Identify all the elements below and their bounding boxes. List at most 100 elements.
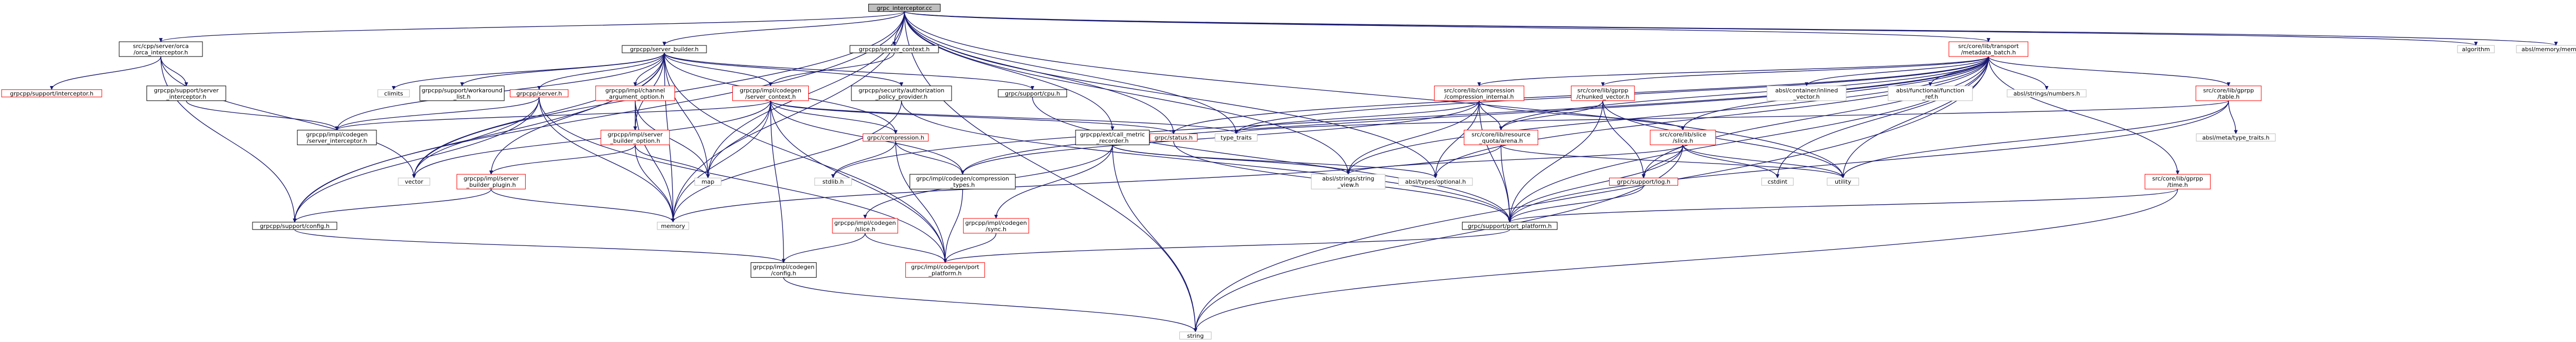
node-gprpp-chunked-vector-h[interactable]: src/core/lib/gprpp/chunked_vector.h xyxy=(1571,86,1635,101)
edge-gprpp_table_h-to-absl_type_traits_h xyxy=(2228,100,2238,135)
node-channel-argument-option-h[interactable]: grpcpp/impl/channel_argument_option.h xyxy=(595,86,675,101)
node-transport-metadata-h[interactable]: src/core/lib/transport/metadata_batch.h xyxy=(1949,41,2029,57)
edge-root-to-status_h xyxy=(904,11,1176,135)
node-absl-numbers-h[interactable]: absl/strings/numbers.h xyxy=(2007,89,2087,98)
node-label: /sync.h xyxy=(986,226,1006,233)
node-label: /slice.h xyxy=(1673,138,1693,145)
edge-slice_slice_h-to-cstdint xyxy=(1682,145,1779,179)
node-algorithm[interactable]: algorithm xyxy=(2457,45,2495,53)
edge-compression_internal_h-to-absl_string_view_h xyxy=(1346,100,1480,175)
node-server-context-h[interactable]: grpcpp/server_context.h xyxy=(849,45,939,53)
edge-support_port_platform_h-to-codegen_port_platform_h xyxy=(943,229,1510,263)
edge-transport_metadata_h-to-codegen_compression_types_h xyxy=(961,56,1989,175)
node-compression-internal-h[interactable]: src/core/lib/compression/compression_int… xyxy=(1434,86,1525,101)
node-box xyxy=(1398,177,1473,186)
edge-compression_internal_h-to-type_traits xyxy=(1234,100,1480,135)
node-label: _argument_option.h xyxy=(606,93,664,100)
edge-gprpp_table_h-to-utility xyxy=(1841,100,2229,179)
node-slice-slice-h[interactable]: src/core/lib/slice/slice.h xyxy=(1650,130,1716,145)
node-impl-server-builder-plugin-h[interactable]: grpcpp/impl/server_builder_plugin.h xyxy=(457,174,526,189)
node-box xyxy=(998,89,1067,98)
node-box xyxy=(377,89,410,98)
node-codegen-server-interceptor-h[interactable]: grpcpp/impl/codegen/server_interceptor.h xyxy=(297,130,377,145)
node-absl-optional-h[interactable]: absl/types/optional.h xyxy=(1398,177,1473,186)
edge-support_config_h-to-codegen_config_h xyxy=(294,229,786,263)
edge-codegen_server_context_h-to-memory xyxy=(671,100,771,223)
node-codegen-slice-h[interactable]: grpcpp/impl/codegen/slice.h xyxy=(832,218,898,234)
node-label: _recorder.h xyxy=(1096,138,1128,145)
node-server-builder-h[interactable]: grpcpp/server_builder.h xyxy=(622,45,707,53)
edge-root-to-interceptor_h xyxy=(159,11,905,43)
node-label: _builder_option.h xyxy=(610,138,661,145)
node-support-interceptor-h[interactable]: grpcpp/support/interceptor.h xyxy=(1,89,102,98)
node-string[interactable]: string xyxy=(1179,331,1212,340)
edge-server_builder_h-to-workaround_list_h xyxy=(460,52,665,87)
node-label: grpcpp/impl/channel xyxy=(605,87,665,94)
node-box xyxy=(1887,86,1973,101)
node-label: grpcpp/impl/codegen xyxy=(753,264,815,271)
node-gprpp-table-h[interactable]: src/core/lib/gprpp/table.h xyxy=(2195,86,2262,101)
node-codegen-port-platform-h[interactable]: grpc/impl/codegen/port_platform.h xyxy=(905,262,985,278)
edge-root-to-call_metric_recorder_h xyxy=(904,11,1115,131)
node-label: climits xyxy=(384,90,403,97)
node-call-metric-recorder-h[interactable]: grpcpp/ext/call_metric_recorder.h xyxy=(1075,130,1150,145)
node-label: grpcpp/impl/server xyxy=(463,175,519,182)
node-utility[interactable]: utility xyxy=(1827,177,1860,186)
node-support-log-h[interactable]: grpc/support/log.h xyxy=(1609,177,1678,186)
node-label: grpc_interceptor.cc xyxy=(877,5,932,12)
edge-transport_metadata_h-to-absl_numbers_h xyxy=(1988,56,2049,90)
node-label: algorithm xyxy=(2462,46,2490,53)
node-status-h[interactable]: grpc/status.h xyxy=(1149,134,1198,141)
node-box xyxy=(905,262,985,278)
node-absl-type-traits-h[interactable]: absl/meta/type_traits.h xyxy=(2196,134,2276,141)
node-support-server-interceptor-h[interactable]: grpcpp/support/server_interceptor.h xyxy=(146,86,226,101)
node-gprpp-time-h[interactable]: src/core/lib/gprpp/time.h xyxy=(2144,174,2211,189)
node-label: absl/types/optional.h xyxy=(1405,178,1466,185)
node-box xyxy=(297,130,377,145)
node-absl-inlined-vector-h[interactable]: absl/container/inlined_vector.h xyxy=(1767,86,1847,101)
node-root[interactable]: grpc_interceptor.cc xyxy=(868,4,941,12)
node-absl-function-ref-h[interactable]: absl/functional/function_ref.h xyxy=(1887,86,1973,101)
node-type-traits[interactable]: type_traits xyxy=(1215,134,1258,141)
node-absl-memory[interactable]: absl/memory/memory.h xyxy=(2516,45,2576,53)
node-interceptor-h[interactable]: src/cpp/server/orca/orca_interceptor.h xyxy=(119,41,203,57)
edge-gprpp_chunked_vector_h-to-resource_quota_arena_h xyxy=(1499,100,1603,131)
edge-root-to-utility xyxy=(904,11,1845,179)
node-cstdint[interactable]: cstdint xyxy=(1761,177,1794,186)
node-stdlib-h[interactable]: stdlib.h xyxy=(814,177,852,186)
node-codegen-server-context-h[interactable]: grpcpp/impl/codegen/server_context.h xyxy=(732,86,809,101)
node-impl-server-builder-option-h[interactable]: grpcpp/impl/server_builder_option.h xyxy=(601,130,670,145)
edge-gprpp_chunked_vector_h-to-support_log_h xyxy=(1602,100,1645,179)
node-label: src/core/lib/compression xyxy=(1444,87,1515,94)
node-box xyxy=(814,177,852,186)
node-workaround-list-h[interactable]: grpcpp/support/workaround_list.h xyxy=(419,86,505,101)
node-codegen-compression-types-h[interactable]: grpc/impl/codegen/compression_types.h xyxy=(909,174,1016,189)
node-vector[interactable]: vector xyxy=(398,177,430,186)
node-support-port-platform-h[interactable]: grpc/support/port_platform.h xyxy=(1462,222,1558,230)
node-support-cpu-h[interactable]: grpc/support/cpu.h xyxy=(998,89,1067,98)
node-climits[interactable]: climits xyxy=(377,89,410,98)
edge-compression_h-to-stdlib_h xyxy=(831,141,896,179)
edge-server_h-to-memory xyxy=(538,97,675,223)
node-authorization-policy-provider-h[interactable]: grpcpp/security/authorization_policy_pro… xyxy=(851,86,952,101)
edge-server_h-to-codegen_server_interceptor_h xyxy=(335,97,540,131)
node-support-config-h[interactable]: grpcpp/support/config.h xyxy=(252,222,337,230)
node-label: _policy_provider.h xyxy=(875,93,928,100)
edge-impl_server_builder_plugin_h-to-support_config_h xyxy=(293,188,492,223)
node-memory[interactable]: memory xyxy=(657,222,690,230)
node-codegen-config-h[interactable]: grpcpp/impl/codegen/config.h xyxy=(750,262,817,278)
edge-codegen_server_context_h-to-status_h xyxy=(770,100,1176,135)
node-resource-quota-arena-h[interactable]: src/core/lib/resource_quota/arena.h xyxy=(1464,130,1538,145)
edge-gprpp_time_h-to-support_port_platform_h xyxy=(1508,188,2178,223)
node-absl-string-view-h[interactable]: absl/strings/string_view.h xyxy=(1311,174,1386,189)
node-box xyxy=(909,174,1016,189)
node-label: absl/meta/type_traits.h xyxy=(2202,135,2270,141)
node-map[interactable]: map xyxy=(694,177,722,186)
node-server-h[interactable]: grpcpp/server.h xyxy=(510,89,569,98)
node-codegen-sync-h[interactable]: grpcpp/impl/codegen/sync.h xyxy=(963,218,1029,234)
node-label: grpcpp/support/workaround xyxy=(422,87,502,94)
node-label: grpc/status.h xyxy=(1155,135,1193,141)
node-compression-h[interactable]: grpc/compression.h xyxy=(863,134,929,141)
edge-codegen_config_h-to-string xyxy=(783,277,1197,332)
